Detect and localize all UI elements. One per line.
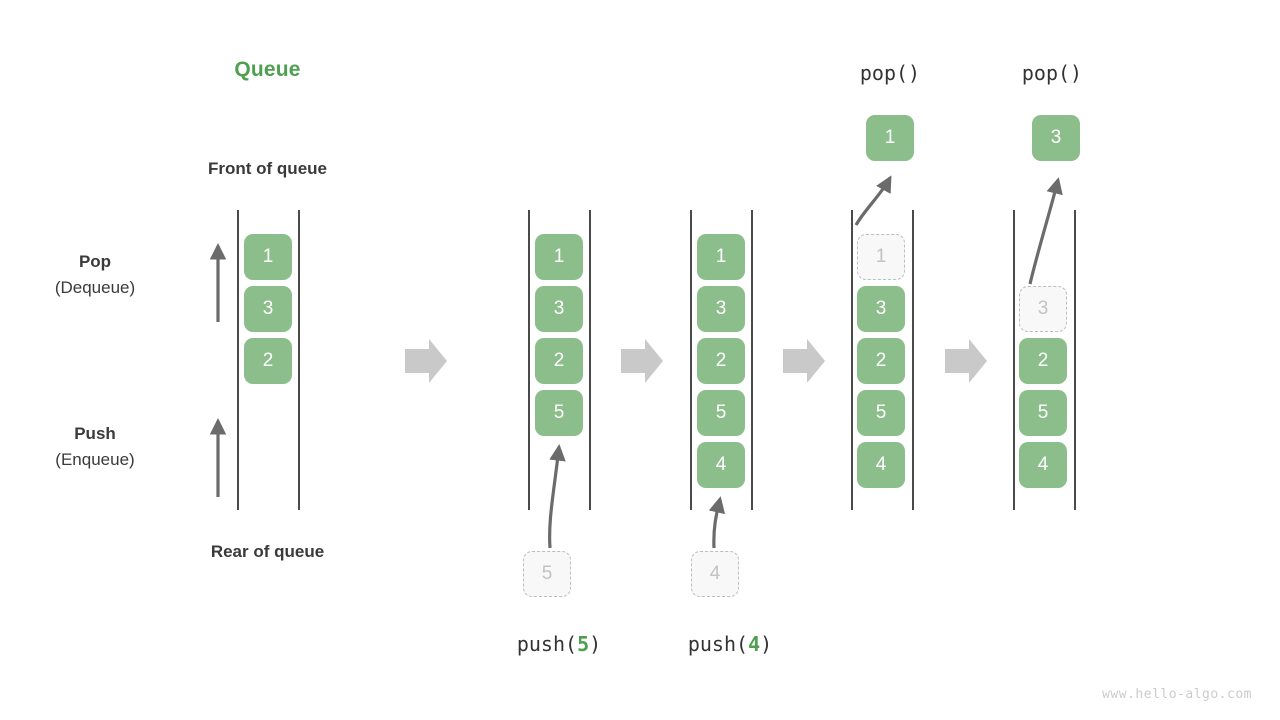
pop-label: Pop — [78, 252, 112, 271]
queue-item: 3 — [535, 286, 583, 332]
pop-3-arrow — [1028, 177, 1063, 285]
queue-item: 2 — [535, 338, 583, 384]
queue-rail-left — [851, 210, 853, 510]
queue-rail-right — [589, 210, 591, 510]
push-caption-prefix: push( — [516, 632, 578, 656]
pop-label-group: Pop (Dequeue) — [0, 250, 190, 302]
queue-item: 4 — [1019, 442, 1067, 488]
queue-rail-left — [237, 210, 239, 510]
queue-item: 2 — [857, 338, 905, 384]
queue-rail-right — [298, 210, 300, 510]
queue-rail-right — [912, 210, 914, 510]
queue-item: 3 — [244, 286, 292, 332]
page-title: Queue — [234, 58, 301, 81]
step-arrow-4 — [945, 339, 987, 383]
pop-1-arrow — [854, 175, 892, 226]
push-caption-value: 5 — [577, 632, 590, 656]
queue-item-pushed: 4 — [697, 442, 745, 488]
enqueue-label: (Enqueue) — [55, 450, 135, 469]
push-5-caption: push(5) — [464, 632, 654, 656]
push-label-group: Push (Enqueue) — [0, 422, 190, 474]
queue-rail-left — [528, 210, 530, 510]
queue-item: 3 — [857, 286, 905, 332]
dequeue-label: (Dequeue) — [54, 278, 136, 297]
queue-rail-right — [751, 210, 753, 510]
popped-element: 1 — [866, 115, 914, 161]
queue-item: 5 — [1019, 390, 1067, 436]
queue-rail-left — [1013, 210, 1015, 510]
queue-item: 3 — [697, 286, 745, 332]
step-arrow-3 — [783, 339, 825, 383]
queue-item: 2 — [244, 338, 292, 384]
queue-item: 5 — [697, 390, 745, 436]
queue-item-pushed: 5 — [535, 390, 583, 436]
queue-rail-right — [1074, 210, 1076, 510]
queue-item: 5 — [857, 390, 905, 436]
front-of-queue-label: Front of queue — [208, 159, 327, 178]
queue-rail-left — [690, 210, 692, 510]
pop-caption-1: pop() — [859, 61, 921, 85]
push-caption-value: 4 — [748, 632, 761, 656]
step-arrow-2 — [621, 339, 663, 383]
step-arrow-1 — [405, 339, 447, 383]
pop-caption-2: pop() — [1021, 61, 1083, 85]
popped-element: 3 — [1032, 115, 1080, 161]
queue-item: 4 — [857, 442, 905, 488]
queue-item: 1 — [535, 234, 583, 280]
watermark: www.hello-algo.com — [1102, 687, 1252, 702]
popped-slot-ghost: 3 — [1019, 286, 1067, 332]
incoming-element-ghost: 4 — [691, 551, 739, 597]
push-caption-prefix: push( — [687, 632, 749, 656]
incoming-element-ghost: 5 — [523, 551, 571, 597]
push-5-arrow — [548, 444, 566, 549]
push-4-caption: push(4) — [635, 632, 825, 656]
queue-item: 2 — [697, 338, 745, 384]
push-4-arrow — [708, 496, 726, 549]
queue-item: 2 — [1019, 338, 1067, 384]
rear-of-queue-label: Rear of queue — [210, 542, 325, 561]
popped-slot-ghost: 1 — [857, 234, 905, 280]
push-caption-suffix: ) — [589, 632, 602, 656]
queue-item: 1 — [697, 234, 745, 280]
push-label: Push — [74, 424, 116, 443]
push-caption-suffix: ) — [760, 632, 773, 656]
queue-item: 1 — [244, 234, 292, 280]
